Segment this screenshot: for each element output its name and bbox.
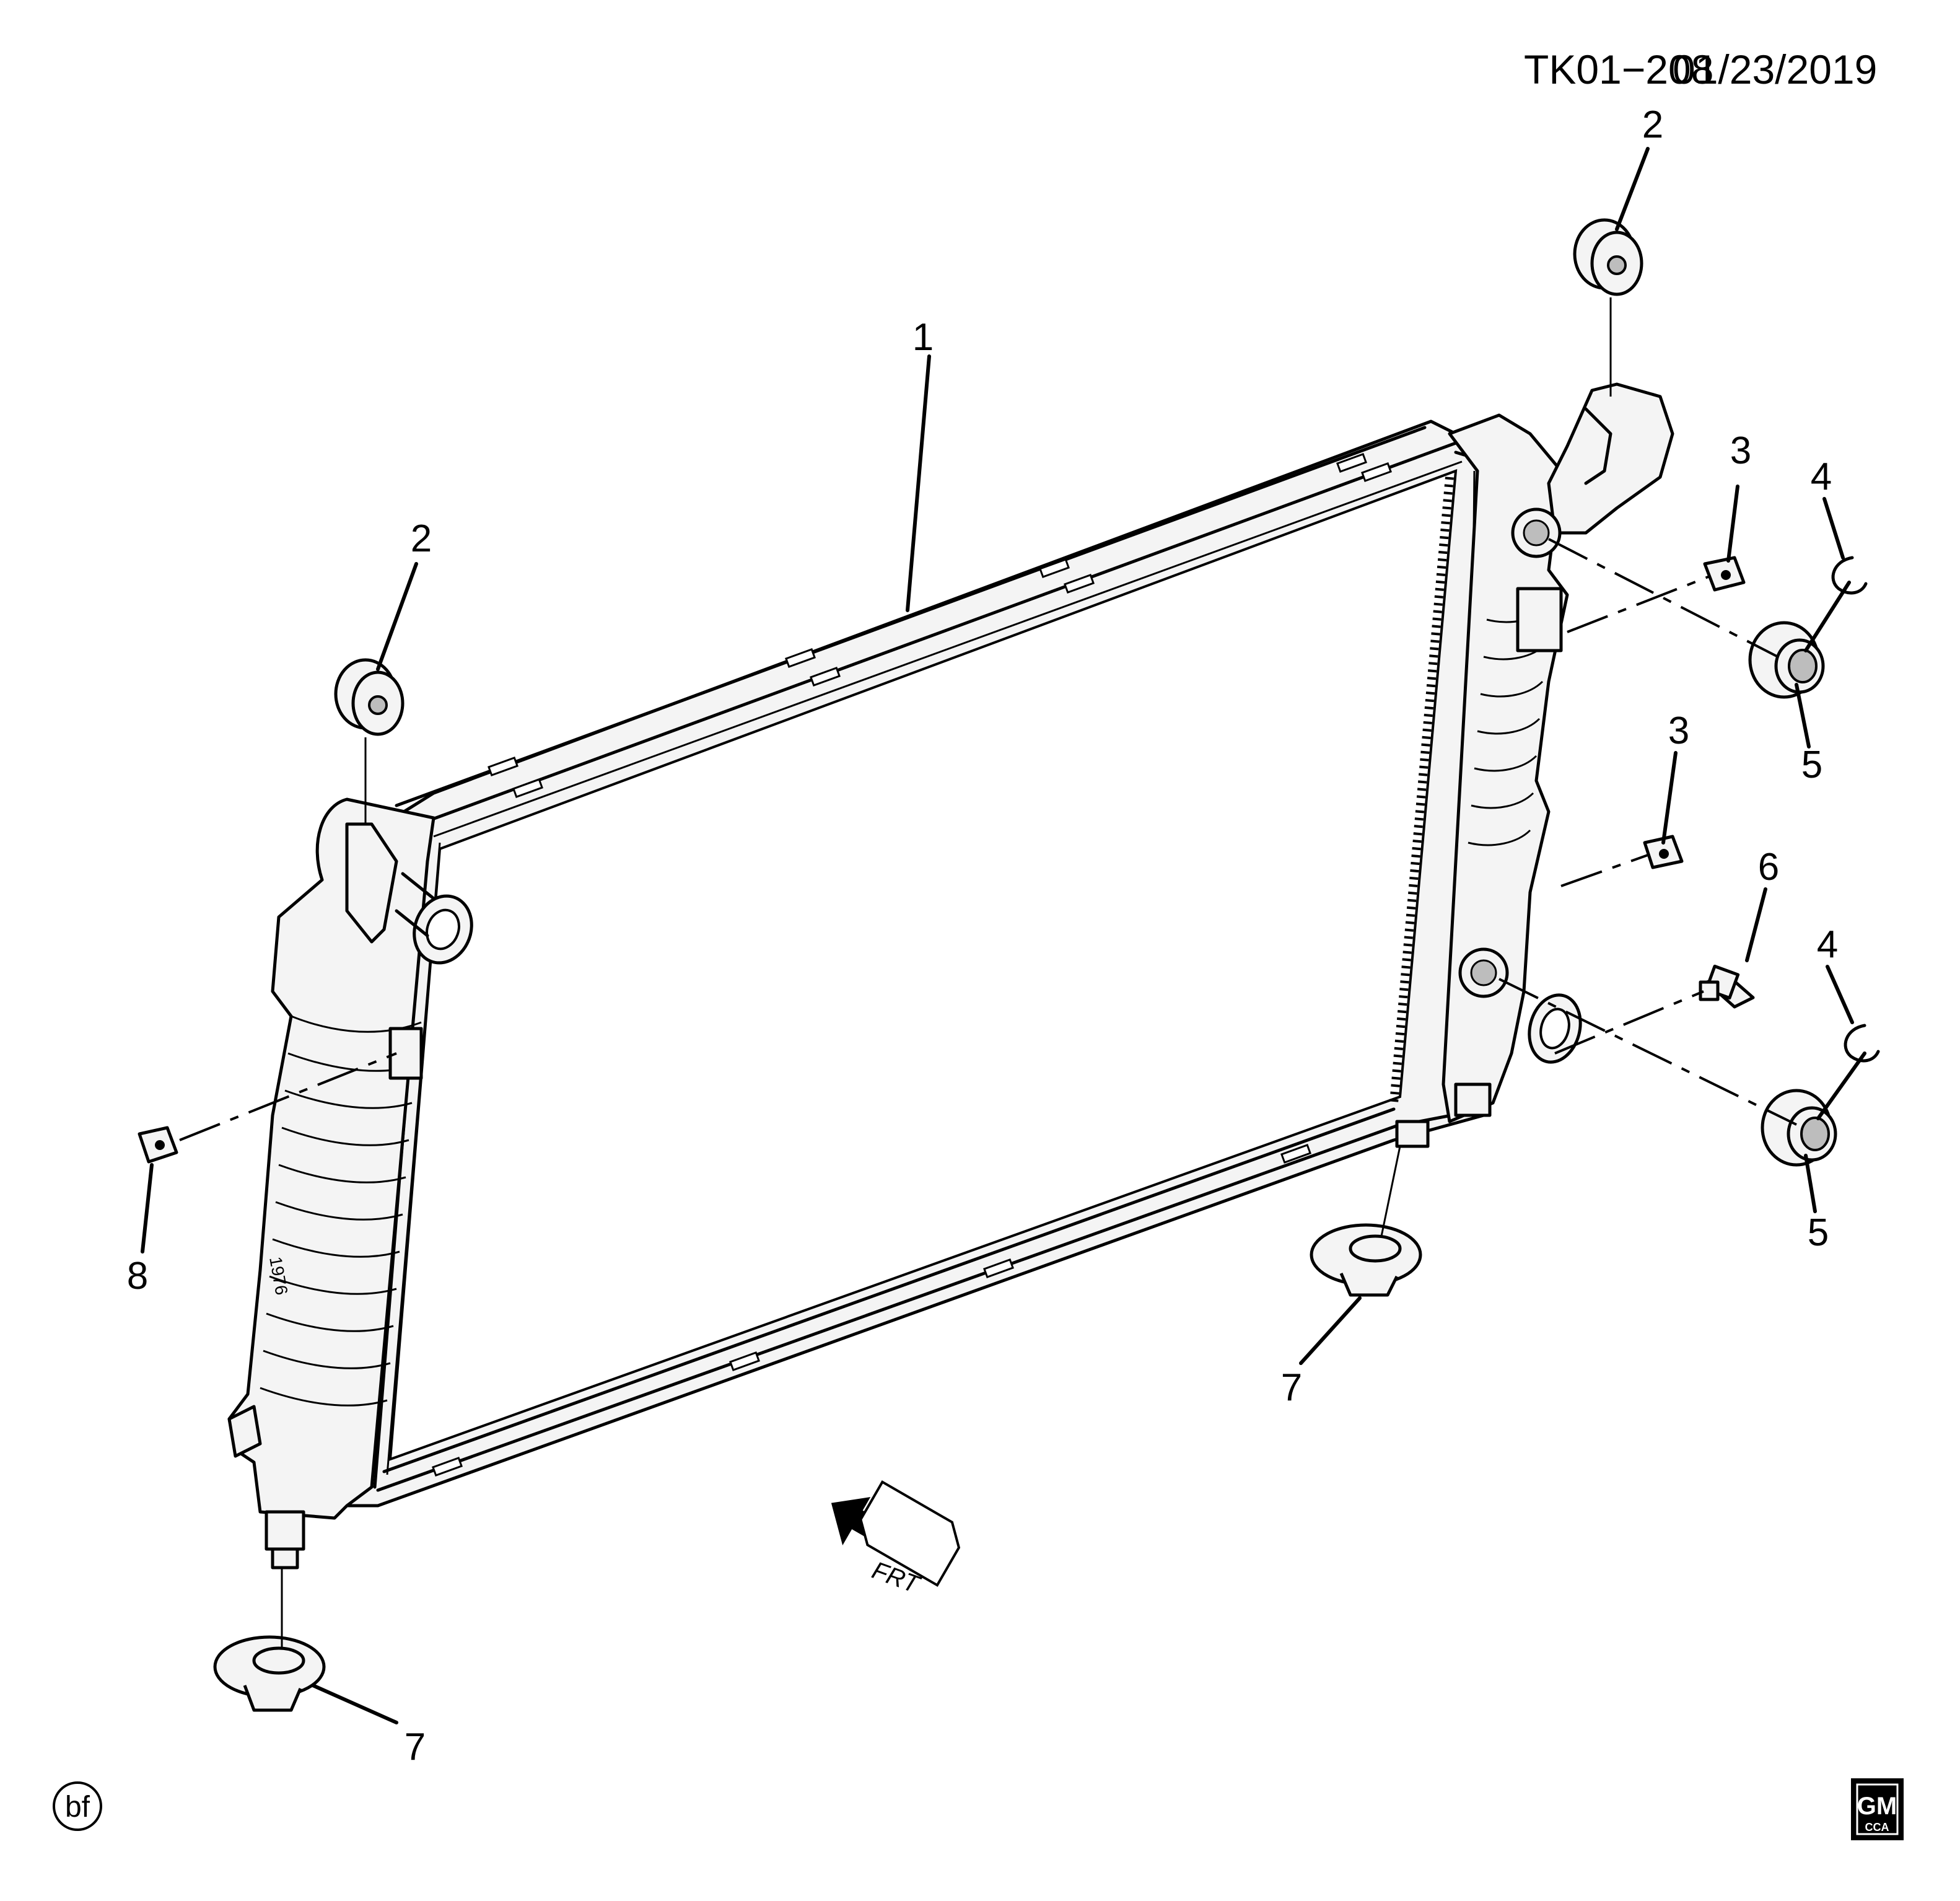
callout-7-right: 7 bbox=[1281, 1366, 1302, 1409]
callout-8: 8 bbox=[127, 1255, 148, 1297]
bushing-lower bbox=[1761, 1089, 1837, 1167]
callouts: 1 2 2 3 3 4 4 5 5 6 7 7 8 bbox=[127, 103, 1838, 1768]
initials-text: bf bbox=[65, 1791, 90, 1824]
lower-insulator-right bbox=[1310, 1146, 1422, 1297]
upper-insulator-left bbox=[334, 658, 405, 824]
upper-insulator-right bbox=[1573, 218, 1643, 397]
clip-lower-right bbox=[1643, 835, 1684, 869]
leader-lines bbox=[141, 147, 1866, 1724]
left-end-tank: 1976 bbox=[227, 797, 473, 1570]
gm-cca-logo: GM CCA bbox=[1851, 1778, 1904, 1840]
assembly-lines bbox=[179, 538, 1797, 1141]
drawing-date: 01/23/2019 bbox=[1673, 46, 1877, 92]
initials-badge: bf bbox=[53, 1781, 102, 1831]
callout-7-left: 7 bbox=[405, 1726, 426, 1768]
callout-2-right: 2 bbox=[1642, 103, 1663, 146]
clip-left bbox=[138, 1126, 178, 1164]
bushing-upper bbox=[1748, 621, 1825, 699]
right-end-tank bbox=[1395, 382, 1674, 1148]
logo-gm: GM bbox=[1857, 1793, 1897, 1820]
drawing-code: TK01−208 bbox=[1524, 46, 1713, 92]
callout-4-upper: 4 bbox=[1811, 455, 1832, 498]
callout-2-left: 2 bbox=[411, 517, 432, 560]
front-direction-indicator: FRT bbox=[831, 1480, 961, 1599]
logo-cca: CCA bbox=[1865, 1821, 1889, 1833]
drain-valve bbox=[1699, 964, 1755, 1009]
callout-3-upper: 3 bbox=[1730, 429, 1751, 472]
lower-insulator-left bbox=[213, 1568, 326, 1712]
callout-1: 1 bbox=[912, 316, 934, 359]
radiator-core-panel bbox=[388, 469, 1458, 1461]
callout-3-lower: 3 bbox=[1668, 709, 1689, 752]
drawing-header: TK01−208 01/23/2019 bbox=[1524, 46, 1877, 92]
callout-5-lower: 5 bbox=[1808, 1211, 1829, 1254]
retaining-ring-upper bbox=[1831, 556, 1868, 595]
clip-upper-right bbox=[1703, 556, 1746, 592]
callout-5-upper: 5 bbox=[1801, 744, 1822, 786]
callout-6: 6 bbox=[1758, 846, 1779, 889]
callout-4-lower: 4 bbox=[1817, 923, 1838, 966]
retaining-ring-lower bbox=[1844, 1024, 1880, 1063]
